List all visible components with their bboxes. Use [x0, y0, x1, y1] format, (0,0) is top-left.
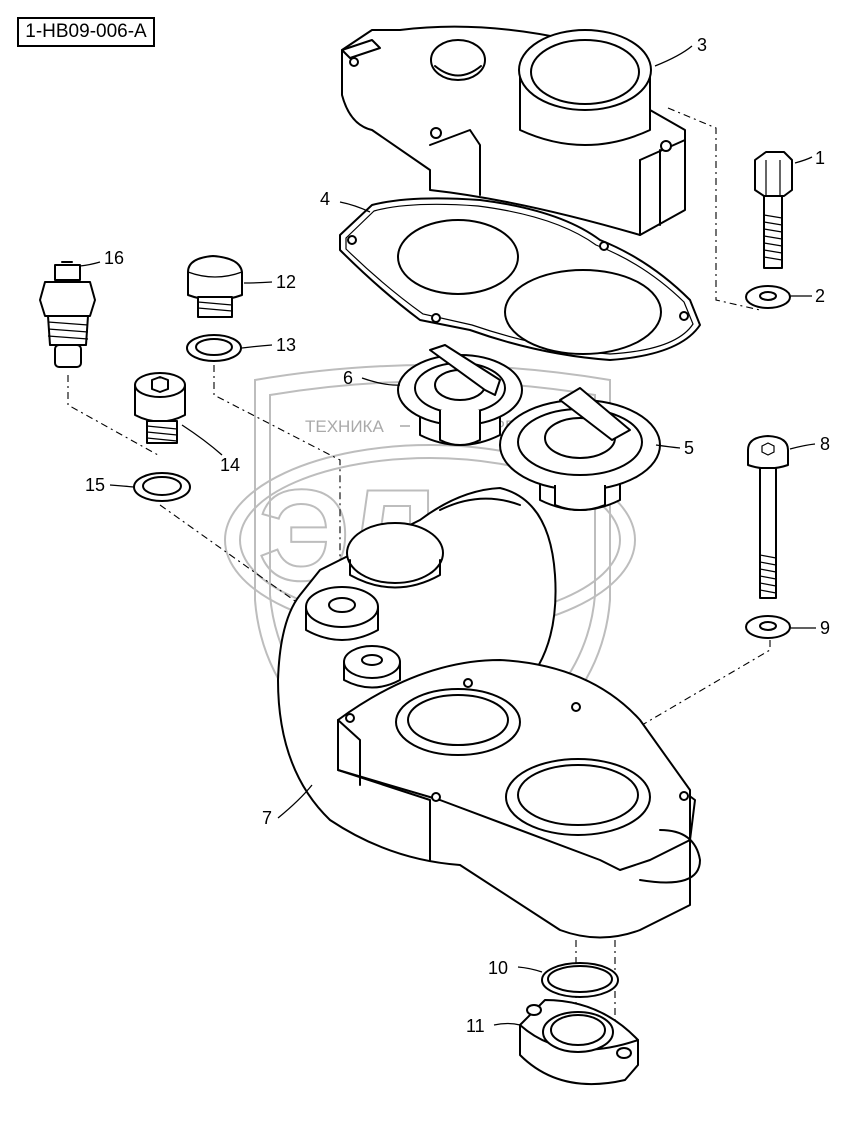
washer-9 [745, 615, 791, 639]
callout-3: 3 [697, 35, 707, 55]
callout-15: 15 [85, 475, 105, 495]
thermostat-housing [277, 487, 701, 939]
watermark-text-left: ТЕХНИКА [305, 417, 384, 436]
sealing-ring-15 [133, 472, 191, 502]
flange-11 [519, 999, 639, 1086]
washer-2 [745, 285, 791, 309]
plug-14 [134, 372, 186, 444]
callout-11: 11 [466, 1016, 485, 1036]
callout-8: 8 [820, 434, 830, 454]
callout-10: 10 [488, 958, 508, 978]
callout-9: 9 [820, 618, 830, 638]
callout-14: 14 [220, 455, 240, 475]
callout-1: 1 [815, 148, 825, 168]
callout-13: 13 [276, 335, 296, 355]
bolt-1 [754, 151, 793, 269]
plug-12 [187, 255, 243, 318]
callout-16: 16 [104, 248, 124, 268]
thermostat-5 [499, 387, 661, 511]
drawing-code-label: 1-HB09-006-A [17, 17, 155, 47]
callout-4: 4 [320, 189, 330, 209]
gasket [339, 197, 701, 361]
callout-5: 5 [684, 438, 694, 458]
callout-2: 2 [815, 286, 825, 306]
bolt-8 [747, 435, 789, 599]
callout-12: 12 [276, 272, 296, 292]
thermostat-6 [397, 344, 523, 446]
callouts: 1 2 3 4 5 6 7 8 9 10 11 12 13 14 15 16 [85, 35, 830, 1036]
o-ring-10 [541, 962, 619, 998]
thermostat-housing-cover [341, 25, 686, 236]
sealing-ring-13 [186, 334, 242, 362]
temperature-sender [39, 261, 96, 368]
callout-7: 7 [262, 808, 272, 828]
callout-6: 6 [343, 368, 353, 388]
leader-lines [79, 45, 816, 1026]
